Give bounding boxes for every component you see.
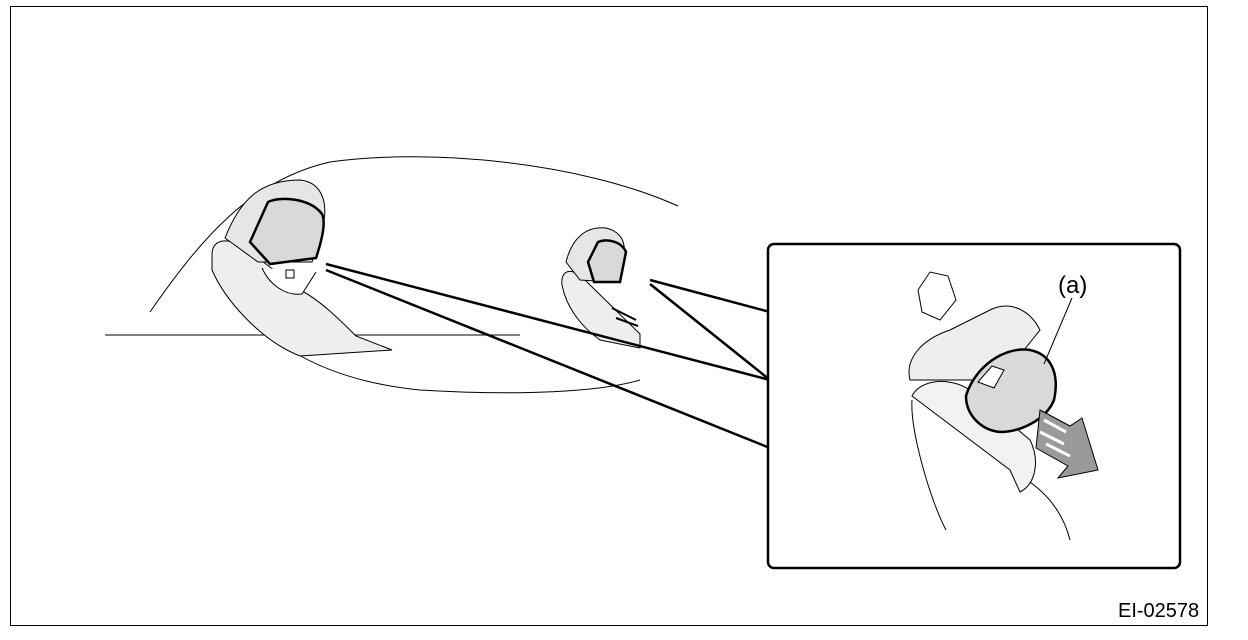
leader-lines [325,262,771,450]
figure-border [10,6,1208,626]
figure-code: EI-02578 [1118,600,1200,622]
map-lamp-left [211,179,393,357]
callout-leader-a [1043,297,1073,365]
callout-label-a: (a) [1058,272,1088,299]
removal-arrow [1035,409,1099,479]
map-lamp-right [561,227,641,349]
inset-lamp-assembly [908,271,1071,541]
